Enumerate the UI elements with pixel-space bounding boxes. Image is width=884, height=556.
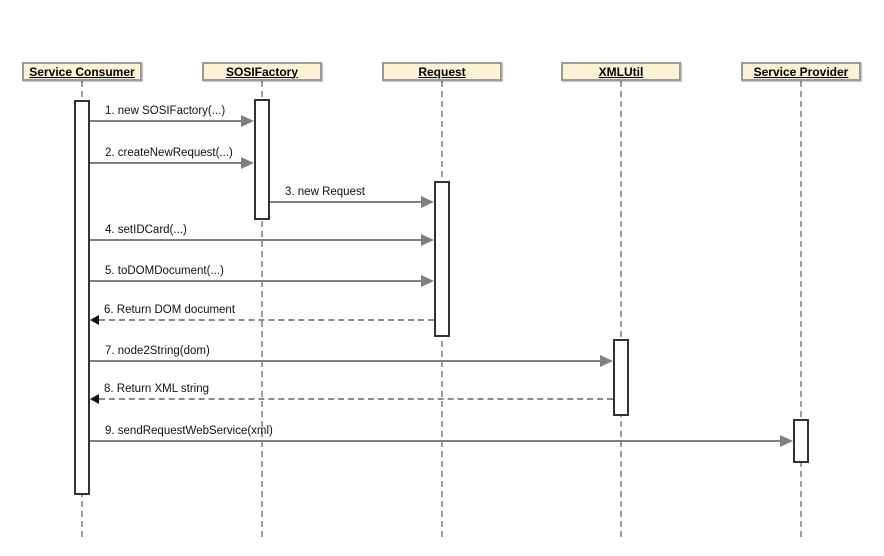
message-8-label: 8. Return XML string (104, 383, 210, 395)
message-7-arrowhead-icon (600, 355, 613, 367)
activation-xmlutil (613, 339, 629, 416)
participant-box-service-consumer: Service Consumer (22, 62, 142, 81)
message-6-line (99, 319, 434, 321)
lifeline-xmlutil (620, 81, 622, 537)
message-9-label: 9. sendRequestWebService(xml) (105, 425, 273, 437)
message-8-arrowhead-icon (90, 394, 99, 404)
message-1-arrowhead-icon (241, 115, 254, 127)
message-3-label: 3. new Request (285, 186, 365, 198)
participant-label-sosifactory: SOSIFactory (225, 64, 299, 79)
message-4-arrowhead-icon (421, 234, 434, 246)
activation-service-provider (793, 419, 809, 463)
activation-request (434, 181, 450, 337)
message-7-line (90, 360, 600, 362)
message-4-line (90, 239, 421, 241)
message-3-arrowhead-icon (421, 196, 434, 208)
participant-label-request: Request (418, 64, 466, 79)
message-6-arrowhead-icon (90, 315, 99, 325)
message-8-line (99, 398, 613, 400)
participant-box-xmlutil: XMLUtil (561, 62, 681, 81)
participant-label-service-provider: Service Provider (753, 64, 849, 79)
message-7-label: 7. node2String(dom) (105, 345, 210, 357)
message-2-label: 2. createNewRequest(...) (105, 147, 233, 159)
participant-label-service-consumer: Service Consumer (29, 64, 135, 79)
lifeline-service-provider (800, 81, 802, 537)
lifeline-sosifactory (261, 81, 263, 537)
message-5-label: 5. toDOMDocument(...) (105, 265, 224, 277)
message-1-label: 1. new SOSIFactory(...) (105, 105, 226, 117)
participant-box-request: Request (382, 62, 502, 81)
message-5-arrowhead-icon (421, 275, 434, 287)
participant-label-xmlutil: XMLUtil (598, 64, 644, 79)
message-2-line (90, 162, 241, 164)
participant-box-sosifactory: SOSIFactory (202, 62, 322, 81)
activation-sosifactory (254, 99, 270, 220)
message-2-arrowhead-icon (241, 157, 254, 169)
message-1-line (90, 120, 241, 122)
message-6-label: 6. Return DOM document (104, 304, 236, 316)
message-3-line (270, 201, 421, 203)
message-9-line (90, 440, 780, 442)
message-4-label: 4. setIDCard(...) (105, 224, 187, 236)
activation-service-consumer (74, 100, 90, 495)
message-5-line (90, 280, 421, 282)
participant-box-service-provider: Service Provider (741, 62, 861, 81)
message-9-arrowhead-icon (780, 435, 793, 447)
